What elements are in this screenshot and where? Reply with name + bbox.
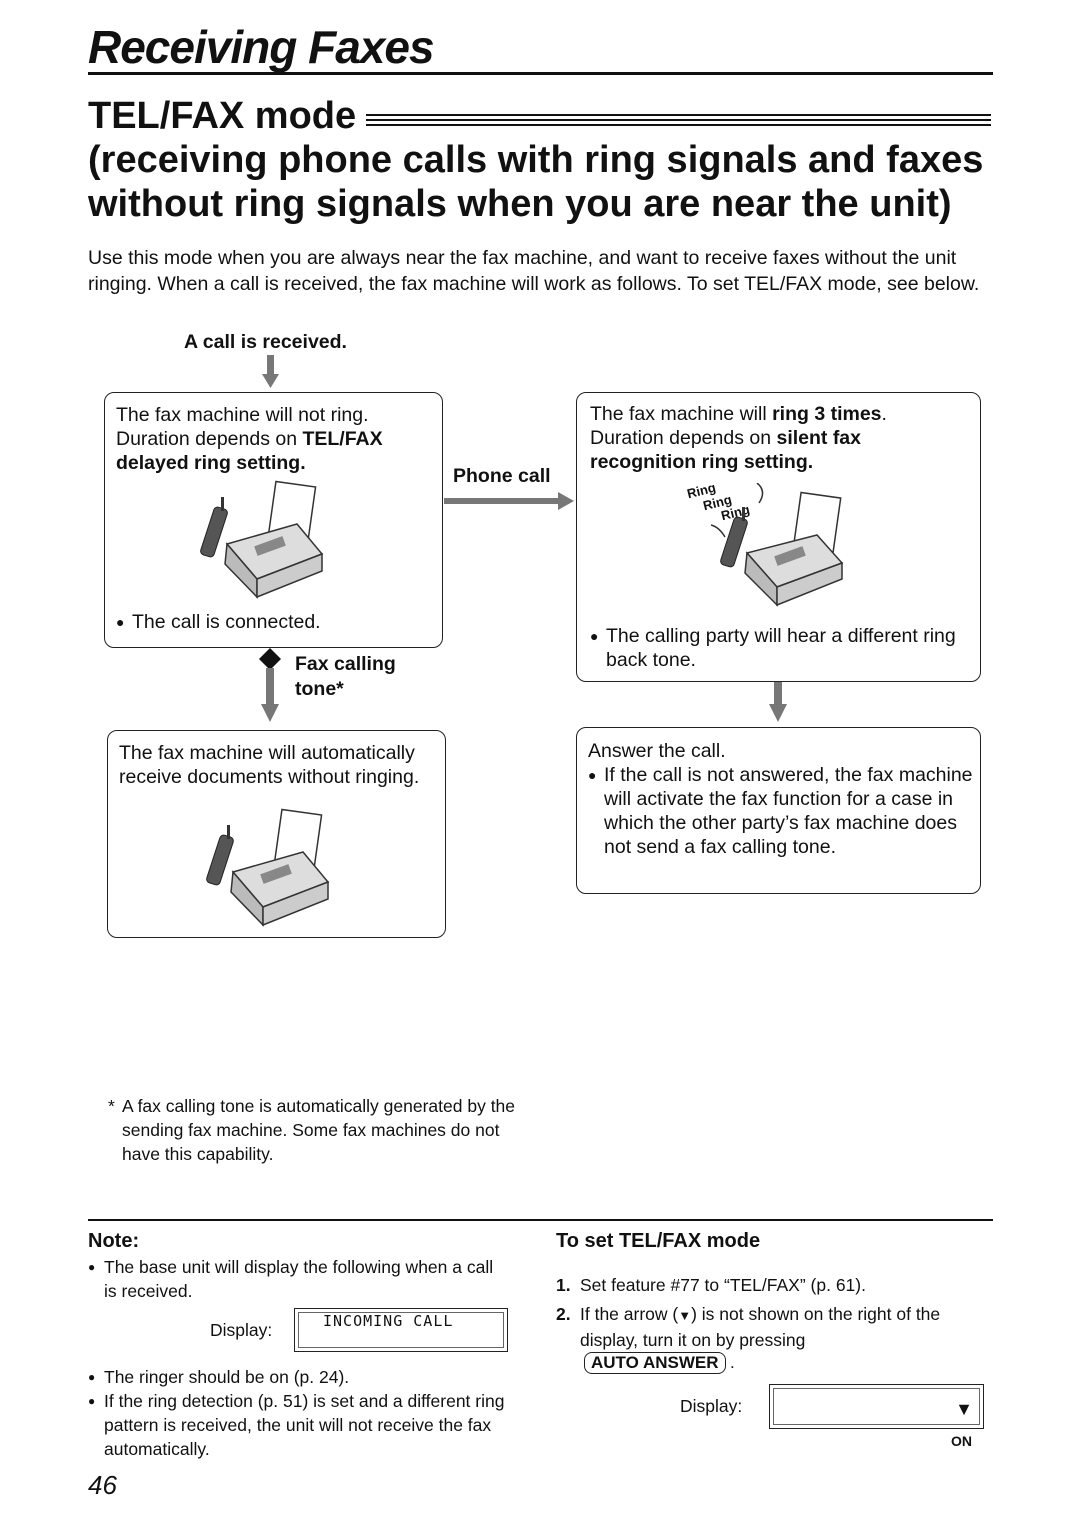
incoming-call-display: INCOMING CALL <box>294 1308 508 1352</box>
bullet-icon: ● <box>88 1394 96 1408</box>
auto-answer-button-ref: AUTO ANSWER . <box>584 1352 735 1374</box>
fax-machine-icon <box>200 480 324 599</box>
call-received-label: A call is received. <box>184 331 347 353</box>
box1-line1: The fax machine will not ring. <box>116 404 369 426</box>
set-mode-step-1: 1. Set feature #77 to “TEL/FAX” (p. 61). <box>556 1275 866 1295</box>
note-bullet-1: ● The base unit will display the followi… <box>88 1257 494 1301</box>
page-number: 46 <box>88 1470 117 1500</box>
box3-text: The fax machine will automatically recei… <box>119 742 420 788</box>
section-subtitle: (receiving phone calls with ring signals… <box>88 139 984 225</box>
asterisk-icon: * <box>108 1096 115 1116</box>
footnote: * A fax calling tone is automatically ge… <box>108 1096 516 1164</box>
ring-box: The fax machine will ring 3 times. Durat… <box>576 392 981 682</box>
box2-bullet: ● The calling party will hear a differen… <box>590 625 956 671</box>
section-rule <box>366 114 991 126</box>
fax-calling-label: Fax calling <box>295 653 396 675</box>
intro-paragraph: Use this mode when you are always near t… <box>88 247 980 295</box>
set-mode-step-2: 2. If the arrow (▼) is not shown on the … <box>556 1304 941 1350</box>
answer-call-box: Answer the call. ● If the call is not an… <box>576 727 981 894</box>
note-bullet-3: ● If the ring detection (p. 51) is set a… <box>88 1391 505 1459</box>
box4-line1: Answer the call. <box>588 740 726 762</box>
set-mode-heading: To set TEL/FAX mode <box>556 1230 761 1252</box>
box2-line3: recognition ring setting. <box>590 451 814 473</box>
box1-bullet: ● The call is connected. <box>116 611 321 633</box>
title-rule <box>88 72 993 75</box>
on-indicator-label: ON <box>951 1433 972 1449</box>
auto-receive-box: The fax machine will automatically recei… <box>107 730 446 938</box>
flow-arrows <box>259 355 787 722</box>
arrow-down-icon: ▼ <box>955 1399 973 1419</box>
box4-bullet: ● If the call is not answered, the fax m… <box>588 764 973 858</box>
bullet-icon: ● <box>590 628 599 644</box>
fax-tone-label: tone* <box>295 678 344 700</box>
display-text: INCOMING CALL <box>323 1312 454 1330</box>
box2-line2: Duration depends on silent fax <box>590 427 862 449</box>
box2-line1: The fax machine will ring 3 times. <box>590 403 887 425</box>
bullet-icon: ● <box>588 767 597 783</box>
page-title: Receiving Faxes <box>88 21 435 73</box>
box1-line3: delayed ring setting. <box>116 452 306 474</box>
bullet-icon: ● <box>88 1260 96 1274</box>
phone-call-label: Phone call <box>453 465 551 487</box>
bullet-icon: ● <box>88 1370 96 1384</box>
auto-answer-display: ▼ <box>769 1384 984 1429</box>
set-mode-display-label: Display: <box>680 1396 743 1416</box>
no-ring-box: The fax machine will not ring. Duration … <box>104 392 443 648</box>
arrow-down-icon: ▼ <box>678 1308 692 1323</box>
section-title: TEL/FAX mode <box>88 95 357 137</box>
bottom-rule <box>88 1219 993 1221</box>
bullet-icon: ● <box>116 614 125 630</box>
note-display-label: Display: <box>210 1320 273 1340</box>
box1-line2: Duration depends on TEL/FAX <box>116 428 383 450</box>
note-heading: Note: <box>88 1230 140 1252</box>
note-bullet-2: ● The ringer should be on (p. 24). <box>88 1367 350 1387</box>
fax-machine-icon <box>206 808 330 927</box>
auto-answer-button: AUTO ANSWER <box>584 1352 726 1374</box>
ringing-fax-machine-icon <box>710 483 844 607</box>
